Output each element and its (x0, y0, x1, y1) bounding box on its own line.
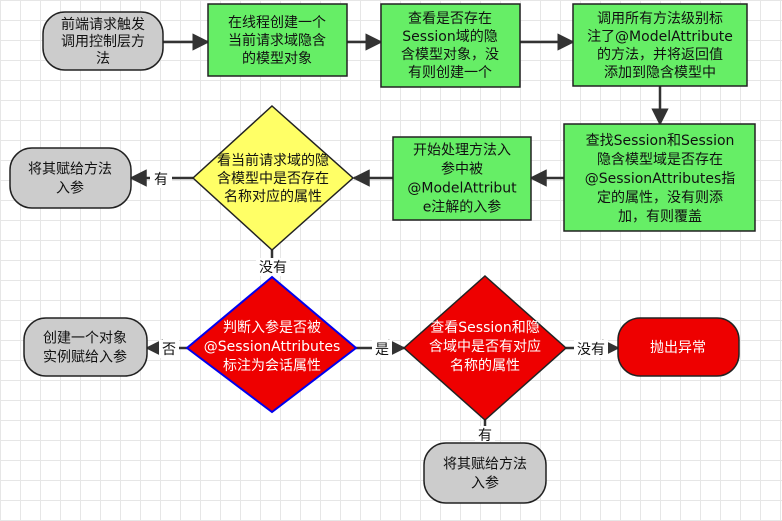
node-text-line: Session域的隐 (402, 29, 497, 45)
node-check-session: 查看是否存在 Session域的隐含模型对象，没有则创建一个 (380, 3, 521, 88)
node-text-line: 将其赋给方法 (28, 162, 112, 178)
node-text-line: 当前请求域隐含 (228, 32, 326, 49)
node-judge-session-attrs-text: 判断入参是否被 @SessionAttributes 标注为会话属性 (204, 319, 341, 374)
node-text-line: 名称的属性 (450, 358, 520, 374)
node-assign-top-text: 将其赋给方法入参 (28, 162, 112, 197)
node-create-model: 在线程创建一个当前请求域隐含的模型对象 (207, 3, 348, 77)
node-text-line: 调用所有方法级别标 (597, 11, 723, 27)
node-check-model-text: 看当前请求域的隐含模型中是否存在名称对应的属性 (217, 152, 329, 205)
node-throw-exception-shape (617, 317, 740, 377)
node-text-line: e注解的入参 (423, 199, 502, 216)
node-text-line: 创建一个对象 (43, 331, 127, 347)
node-judge-session-attrs-shape (185, 275, 358, 414)
node-find-session-shape (563, 123, 756, 232)
node-assign-bottom: 将其赋给方法入参 (423, 442, 547, 504)
node-text-line: 查看Session和隐 (430, 320, 539, 336)
node-create-object-text: 创建一个对象实例赋给入参 (43, 331, 127, 366)
node-text-line: 实例赋给入参 (43, 349, 127, 366)
node-create-object-shape (23, 317, 148, 377)
node-text-line: @ModelAttribut (407, 181, 517, 197)
node-process-params: 开始处理方法入参中被 @ModelAttribut e注解的入参 (392, 136, 532, 221)
node-call-model-attr-text: 调用所有方法级别标注了@ModelAttribute 的方法，并将返回值添加到隐含… (587, 11, 733, 81)
node-assign-top: 将其赋给方法入参 (9, 147, 132, 209)
node-text-line: 的方法，并将返回值 (597, 47, 723, 63)
node-text-line: 将其赋给方法 (443, 457, 527, 473)
edge-label-none-right: 没有 (577, 342, 605, 358)
node-text-line: @SessionAttributes指 (585, 171, 736, 187)
node-text-line: 的模型对象 (242, 51, 312, 67)
node-text-line: 有则创建一个 (408, 65, 492, 81)
node-check-session-shape (380, 3, 521, 88)
node-find-session-text: 查找Session和Session 隐含模型域是否存在 @SessionAttrib… (585, 133, 736, 225)
node-create-model-text: 在线程创建一个当前请求域隐含的模型对象 (228, 15, 326, 67)
node-check-session-domain-text: 查看Session和隐含域中是否有对应名称的属性 (429, 320, 541, 374)
node-check-model: 看当前请求域的隐含模型中是否存在名称对应的属性 (191, 104, 355, 252)
node-check-model-shape (191, 104, 355, 252)
node-assign-bottom-shape (423, 442, 547, 504)
node-judge-session-attrs: 判断入参是否被 @SessionAttributes 标注为会话属性 (185, 275, 358, 414)
node-text-line: 抛出异常 (650, 340, 706, 356)
node-text-line: 查找Session和Session (586, 133, 735, 149)
node-text-line: 参中被 (441, 161, 483, 178)
node-text-line: 名称对应的属性 (224, 188, 322, 205)
node-find-session: 查找Session和Session 隐含模型域是否存在 @SessionAttrib… (563, 123, 756, 232)
node-call-model-attr: 调用所有方法级别标注了@ModelAttribute 的方法，并将返回值添加到隐含… (572, 3, 748, 87)
node-text-line: 注了@ModelAttribute (587, 29, 733, 45)
node-call-model-attr-shape (572, 3, 748, 87)
edge-label-yes: 是 (375, 342, 389, 358)
node-text-line: 入参 (56, 180, 84, 197)
edge-label-none-mid: 没有 (259, 260, 287, 276)
node-start: 前端请求触发调用控制层方法 (42, 11, 164, 71)
node-assign-bottom-text: 将其赋给方法入参 (443, 457, 527, 492)
node-check-session-domain: 查看Session和隐含域中是否有对应名称的属性 (402, 274, 568, 422)
edge-label-has-bottom: 有 (478, 428, 492, 444)
node-create-model-shape (207, 3, 348, 77)
node-process-params-shape (392, 136, 532, 221)
node-text-line: 添加到隐含模型中 (604, 65, 716, 81)
node-text-line: 查看是否存在 (408, 11, 492, 27)
node-text-line: 入参 (471, 475, 499, 492)
node-check-session-domain-shape (402, 274, 568, 422)
node-text-line: 前端请求触发 (61, 16, 145, 33)
node-throw-exception: 抛出异常 (617, 317, 740, 377)
node-create-object: 创建一个对象实例赋给入参 (23, 317, 148, 377)
node-assign-top-shape (9, 147, 132, 209)
node-text-line: 含模型中是否存在 (217, 171, 329, 187)
node-throw-exception-text: 抛出异常 (650, 340, 706, 356)
node-text-line: 看当前请求域的隐 (217, 152, 329, 169)
node-text-line: 含域中是否有对应 (429, 338, 541, 355)
node-process-params-text: 开始处理方法入参中被 @ModelAttribut e注解的入参 (407, 143, 517, 216)
node-start-shape (42, 11, 164, 71)
node-text-line: 法 (96, 51, 110, 67)
node-text-line: 开始处理方法入 (413, 143, 511, 159)
node-text-line: 隐含模型域是否存在 (597, 152, 723, 168)
node-text-line: 加，有则覆盖 (618, 209, 702, 225)
node-text-line: 调用控制层方 (61, 34, 145, 50)
node-start-text: 前端请求触发调用控制层方法 (61, 16, 145, 67)
node-text-line: @SessionAttributes (204, 339, 341, 355)
edges (129, 33, 669, 445)
node-text-line: 定的属性，没有则添 (597, 190, 723, 206)
node-text-line: 含模型对象，没 (401, 47, 499, 63)
node-text-line: 标注为会话属性 (223, 358, 321, 374)
node-text-line: 判断入参是否被 (223, 319, 321, 336)
edge-label-no: 否 (162, 342, 176, 358)
edge-label-has-top: 有 (154, 172, 168, 188)
node-text-line: 在线程创建一个 (228, 15, 326, 31)
edge-labels: 有 没有 否 是 没有 有 (150, 170, 608, 444)
node-check-session-text: 查看是否存在 Session域的隐含模型对象，没有则创建一个 (401, 11, 499, 81)
